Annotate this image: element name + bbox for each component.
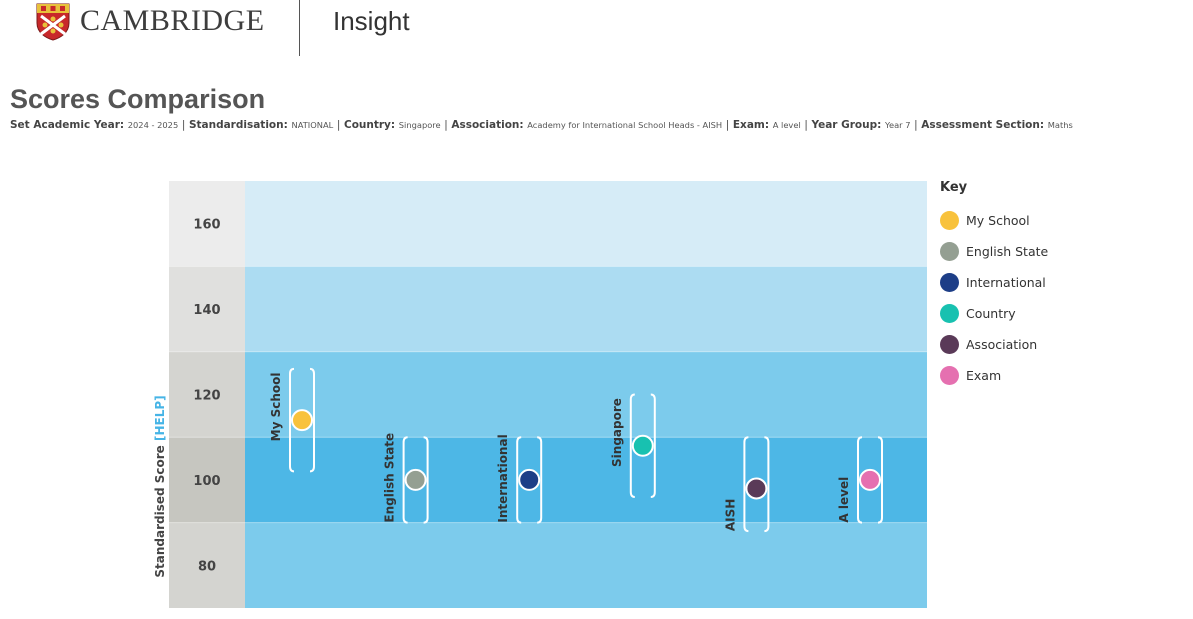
score-band [245, 181, 927, 267]
band-label-cell [169, 266, 245, 352]
brand-name: CAMBRIDGE [80, 4, 265, 37]
band-label-cell [169, 181, 245, 267]
band-tick-label: 80 [198, 559, 216, 574]
cambridge-crest-icon [36, 3, 70, 41]
y-axis-label: Standardised Score [153, 441, 167, 578]
score-band [245, 437, 927, 523]
key-label: International [966, 275, 1046, 290]
score-band [245, 522, 927, 608]
filter-separator: | [440, 118, 452, 131]
score-band [245, 266, 927, 352]
key-title: Key [940, 180, 968, 195]
score-point[interactable] [631, 434, 654, 457]
range-bracket-left [857, 436, 863, 524]
category-label: A level [837, 477, 851, 523]
category-label: My School [269, 373, 283, 442]
filter-value: NATIONAL [291, 120, 334, 130]
range-bracket-right [650, 393, 656, 498]
range-bracket-right [309, 367, 315, 473]
key-label: Exam [966, 368, 1002, 383]
category-label: Singapore [610, 398, 624, 467]
category-label: AISH [723, 499, 737, 531]
key-swatch [940, 273, 959, 292]
help-link[interactable]: [HELP] [153, 395, 167, 441]
key-label: English State [966, 244, 1049, 259]
range-bracket-left [289, 367, 295, 473]
filter-separator: | [910, 118, 922, 131]
key-swatch [940, 366, 959, 385]
key-label: My School [966, 213, 1030, 228]
filter-separator: | [722, 118, 733, 131]
key-swatch [940, 304, 959, 323]
band-tick-label: 100 [193, 474, 220, 489]
range-bracket-right [764, 436, 770, 533]
filter-label: Standardisation: [188, 119, 292, 131]
score-point[interactable] [518, 468, 541, 491]
range-bracket-right [877, 436, 883, 524]
category-label: English State [383, 433, 397, 523]
key-swatch [940, 335, 959, 354]
score-point[interactable] [745, 477, 768, 500]
filter-label: Assessment Section: [921, 119, 1048, 131]
score-band [245, 351, 927, 438]
filter-separator: | [178, 118, 189, 131]
key-swatch [940, 211, 959, 230]
app-name: Insight [333, 6, 410, 36]
filter-value: A level [772, 120, 801, 130]
filter-label: Year Group: [811, 119, 885, 131]
range-bracket-right [423, 436, 429, 524]
filter-summary: Set Academic Year: 2024 - 2025 | Standar… [10, 118, 1073, 131]
key-label: Association [966, 337, 1038, 352]
category-label: International [496, 434, 510, 522]
filter-value: Maths [1047, 120, 1073, 130]
filter-value: Academy for International School Heads -… [527, 120, 723, 130]
band-tick-label: 160 [193, 218, 220, 233]
range-bracket-left [743, 436, 749, 533]
band-label-cell [169, 351, 245, 438]
score-point[interactable] [859, 468, 881, 491]
filter-separator: | [333, 118, 344, 131]
score-point[interactable] [404, 468, 427, 491]
y-axis-title: Standardised Score [HELP] [153, 395, 167, 577]
page-title: Scores Comparison [10, 84, 266, 114]
band-tick-label: 140 [193, 303, 220, 318]
filter-label: Country: [343, 119, 399, 131]
range-bracket-right [537, 436, 543, 524]
filter-value: 2024 - 2025 [127, 120, 179, 130]
filter-label: Set Academic Year: [10, 119, 128, 131]
key-label: Country [966, 306, 1016, 321]
filter-label: Exam: [732, 119, 773, 131]
key-swatch [940, 242, 959, 261]
filter-value: Singapore [398, 120, 441, 130]
score-point[interactable] [291, 409, 313, 432]
band-label-cell [169, 522, 245, 608]
filter-separator: | [800, 118, 812, 131]
range-bracket-left [629, 393, 635, 498]
range-bracket-left [516, 436, 522, 524]
filter-label: Association: [451, 119, 528, 131]
band-tick-label: 120 [193, 389, 220, 404]
band-label-cell [169, 437, 245, 523]
header-divider [299, 0, 300, 56]
filter-value: Year 7 [885, 120, 911, 130]
range-bracket-left [402, 436, 408, 524]
